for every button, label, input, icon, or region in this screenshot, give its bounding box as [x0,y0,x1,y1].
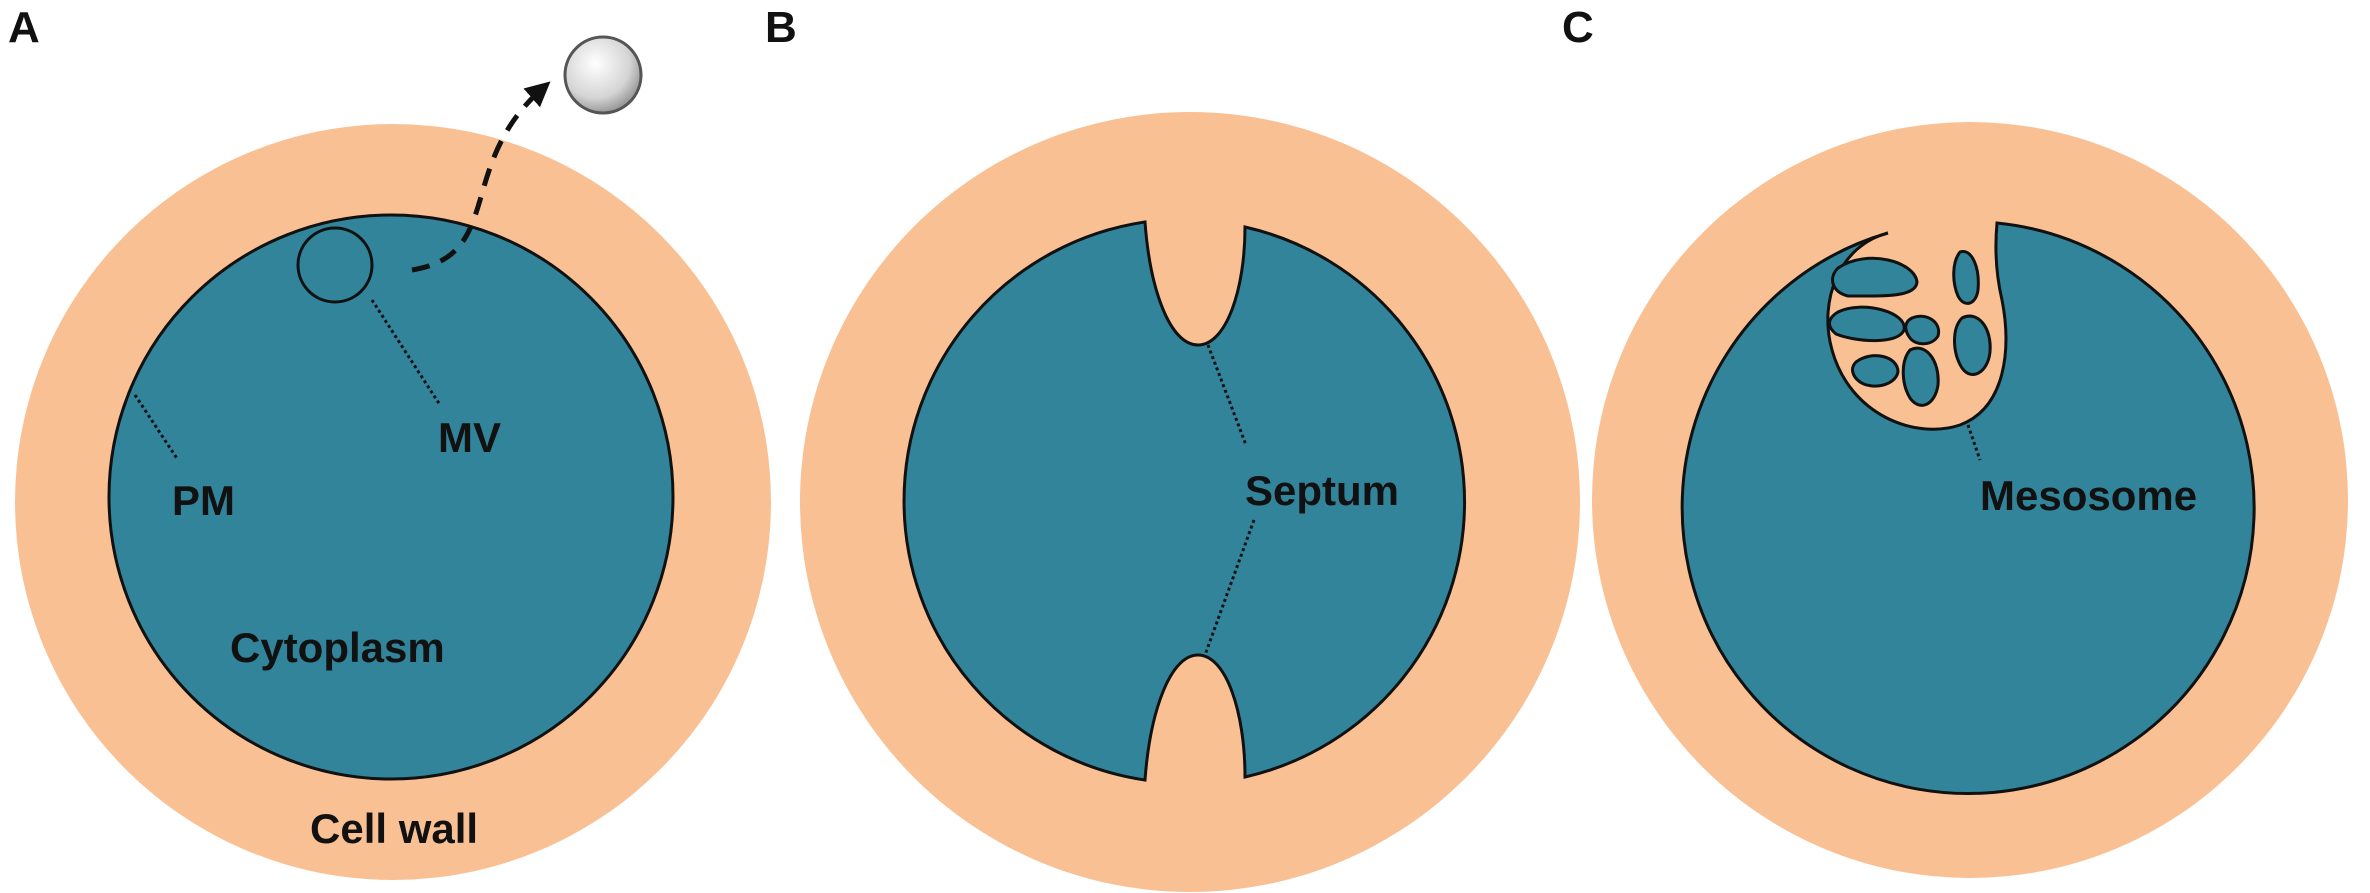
pm-leader-line [133,394,180,461]
mesosome-fold [1953,314,1992,376]
mesosome-fold [1952,250,1980,305]
mesosome-fold [1851,354,1900,388]
septum-label: Septum [1245,467,1399,514]
panel-c-cytoplasm [1680,221,2256,796]
mesosome-label: Mesosome [1980,472,2197,519]
cell-wall-label: Cell wall [310,805,478,852]
mesosome-fold [1828,305,1906,343]
panel-b-left-cytoplasm [902,220,1466,782]
panel-a-cytoplasm [107,213,675,781]
cytoplasm-label: Cytoplasm [230,624,445,671]
vesicle-release-arrow [411,81,551,273]
mesosome-leader-line [1966,424,1982,461]
membrane-vesicle [296,226,374,304]
released-vesicle [563,35,643,115]
mv-label: MV [438,414,501,461]
panel-a-letter: A [8,3,40,52]
mesosome-folds [1828,250,1992,407]
panel-b-letter: B [765,3,797,52]
mv-leader-line [370,299,442,406]
mesosome-fold [1901,346,1940,407]
panel-c-letter: C [1562,3,1594,52]
pm-label: PM [172,477,235,524]
mesosome-fold [1904,314,1941,346]
panel-a: A MV PM Cytoplasm Cell wall [8,3,771,880]
panel-c: C Mesosome [1562,3,2348,878]
panel-b: B Septum [765,3,1580,892]
mesosome-fold [1831,256,1919,298]
